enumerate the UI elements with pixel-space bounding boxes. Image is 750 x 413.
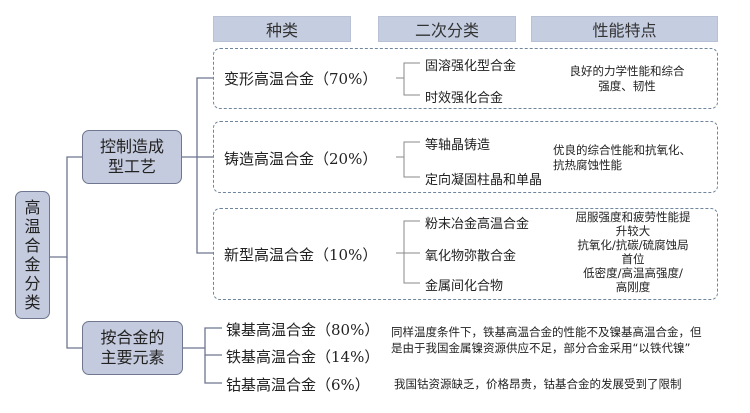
cast-feature-line-1: 优良的综合性能和抗氧化、 (553, 143, 691, 157)
new-feature-line-2: 升较大 (615, 224, 651, 238)
brace-new-3 (403, 253, 420, 284)
header-subcategory: 二次分类 (378, 16, 516, 42)
note-line-2: 是由于我国金属镍资源供应不足，部分合金采用“以铁代镍” (391, 341, 691, 355)
new-feature-line-5: 低密度/高温高强度/ (583, 266, 683, 280)
header-category: 种类 (213, 16, 351, 42)
brace-cast-2 (403, 157, 420, 178)
branch-process-line-1: 控制造成 (99, 137, 164, 156)
group-deform (213, 48, 718, 109)
connector-element-ni (183, 327, 222, 349)
item-co-label: 钴基高温合金（6%） (226, 376, 370, 394)
group-deform-label: 变形高温合金（70%） (224, 70, 378, 88)
group-new-label: 新型高温合金（10%） (224, 246, 378, 264)
group-new (213, 208, 718, 300)
branch-process-node: 控制造成 型工艺 (82, 130, 182, 184)
connector-process-new (196, 157, 213, 254)
deform-child-1: 固溶强化型合金 (425, 59, 517, 74)
cast-feature-line-2: 抗热腐蚀性能 (553, 158, 622, 172)
note-line-3: 我国钴资源缺乏，价格昂贵，钴基合金的发展受到了限制 (394, 377, 682, 391)
cast-features: 优良的综合性能和抗氧化、 抗热腐蚀性能 (553, 143, 715, 173)
new-feature-line-6: 高刚度 (615, 280, 651, 294)
item-ni-label: 镍基高温合金（80%） (226, 321, 380, 339)
connector-root-element (66, 257, 82, 349)
deform-feature-line-2: 强度、韧性 (598, 79, 656, 93)
brace-new-1 (396, 220, 420, 254)
brace-deform-2 (403, 78, 420, 96)
new-feature-line-1: 屈服强度和疲劳性能提 (575, 210, 691, 224)
branch-element-line-2: 主要元素 (100, 348, 165, 367)
brace-cast-1 (396, 141, 420, 158)
new-child-3: 金属间化合物 (425, 279, 504, 294)
header-features: 性能特点 (531, 16, 718, 42)
group-cast (213, 121, 718, 193)
cast-child-1: 等轴晶铸造 (425, 138, 491, 153)
branch-process-line-2: 型工艺 (107, 157, 156, 176)
connector-element-fe (204, 348, 222, 356)
brace-deform-1 (396, 62, 420, 79)
branch-element-node: 按合金的 主要元素 (82, 321, 183, 375)
new-feature-line-4: 首位 (621, 252, 645, 266)
new-child-1: 粉末冶金高温合金 (425, 217, 530, 232)
group-cast-label: 铸造高温合金（20%） (224, 150, 378, 168)
new-child-2: 氧化物弥散合金 (425, 249, 517, 264)
item-fe-label: 铁基高温合金（14%） (226, 348, 380, 366)
connector-element-co (204, 355, 222, 384)
note-line-1: 同样温度条件下，铁基高温合金的性能不及镍基高温合金，但 (391, 325, 702, 339)
root-node: 高温合金分类 (15, 191, 50, 319)
cast-child-2: 定向凝固柱晶和单晶 (425, 173, 543, 188)
connector-root-process (50, 156, 82, 258)
connector-process-deform (182, 77, 213, 158)
deform-feature-line-1: 良好的力学性能和综合 (569, 64, 685, 78)
deform-child-2: 时效强化合金 (425, 91, 504, 106)
new-feature-line-3: 抗氧化/抗碳/硫腐蚀局 (577, 238, 689, 252)
deform-features: 良好的力学性能和综合 强度、韧性 (548, 64, 706, 94)
branch-element-line-1: 按合金的 (100, 328, 165, 347)
new-features: 屈服强度和疲劳性能提 升较大 抗氧化/抗碳/硫腐蚀局 首位 低密度/高温高强度/… (558, 210, 708, 294)
